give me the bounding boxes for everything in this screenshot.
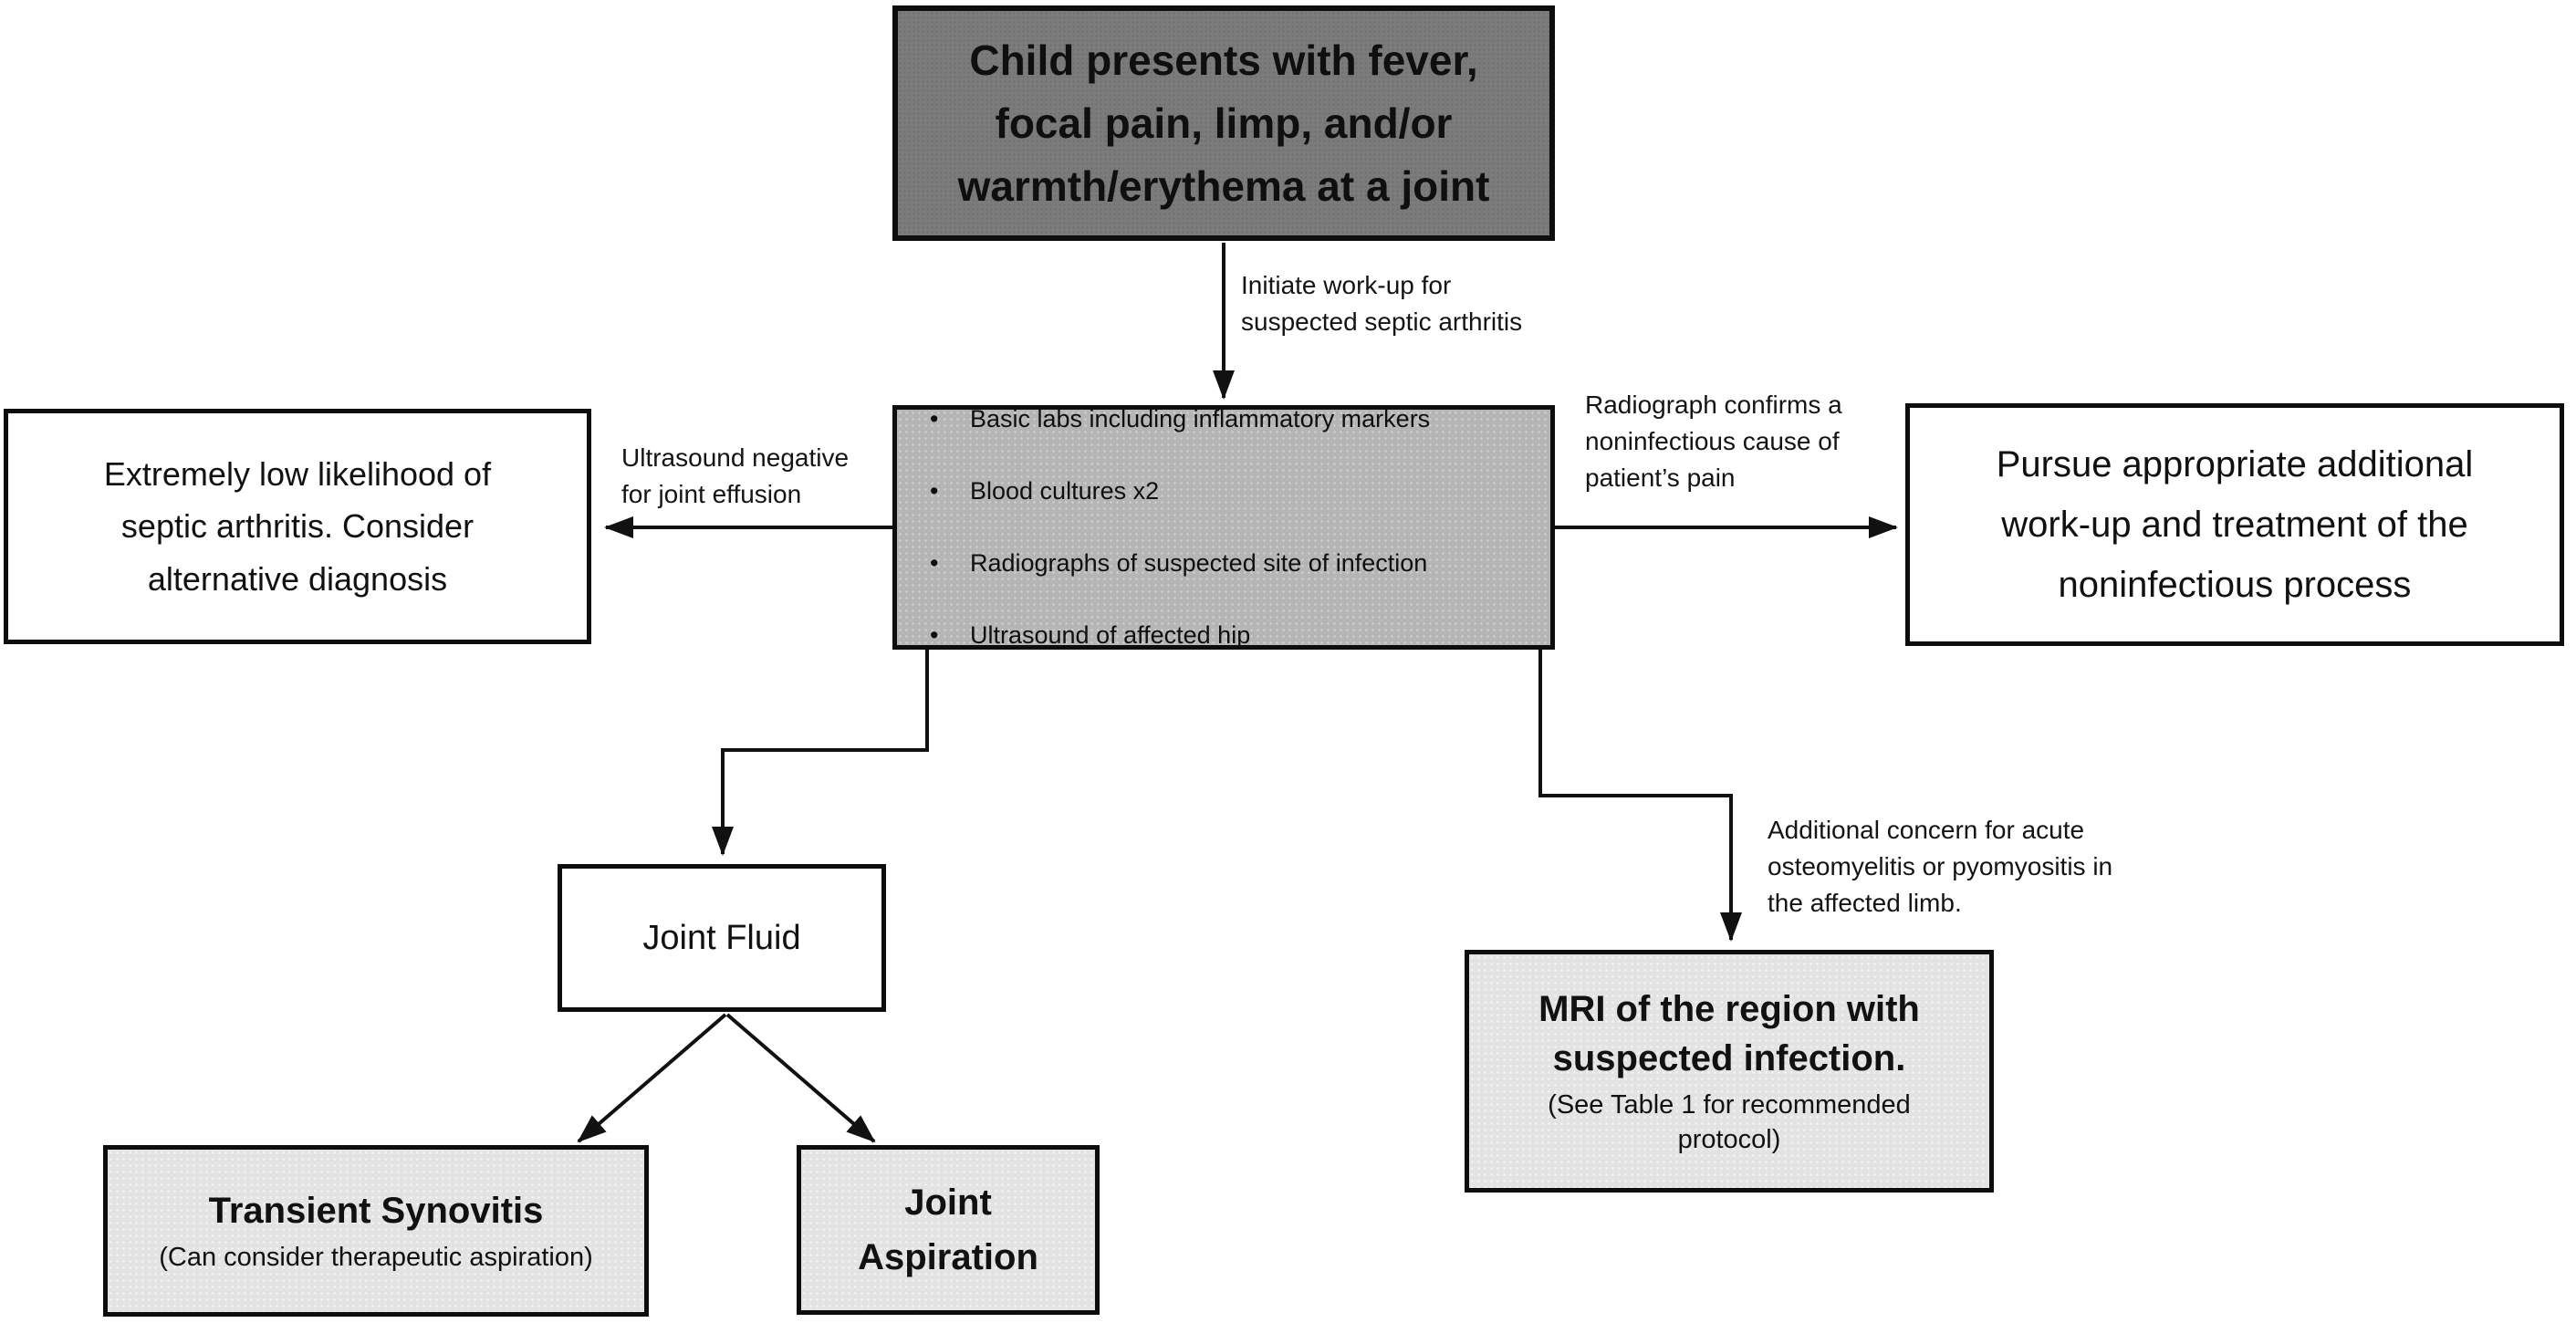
node-transient-synovitis: Transient Synovitis (Can consider therap… (103, 1145, 649, 1317)
mri-note: (See Table 1 for recommended protocol) (1548, 1090, 1911, 1154)
transient-synovitis-title: Transient Synovitis (208, 1191, 544, 1232)
node-joint-aspiration: Joint Aspiration (797, 1145, 1100, 1315)
arrow-to-mri (1538, 650, 1742, 942)
edge-label-additional-concern: Additional concern for acute osteomyelit… (1768, 816, 2113, 917)
workup-bullet-basic-labs: Basic labs including inflammatory marker… (930, 407, 1430, 432)
node-low-likelihood: Extremely low likelihood of septic arthr… (4, 409, 591, 644)
workup-bullet-ultrasound: Ultrasound of affected hip (930, 623, 1430, 648)
workup-bullet-blood-cultures: Blood cultures x2 (930, 479, 1430, 504)
workup-bullet-list: Basic labs including inflammatory marker… (897, 375, 1448, 680)
node-joint-fluid: Joint Fluid (558, 864, 886, 1012)
arrow-to-transient-synovitis (577, 1013, 727, 1143)
mri-title: MRI of the region with suspected infecti… (1538, 989, 1920, 1079)
arrow-to-joint-aspiration (725, 1013, 876, 1143)
transient-synovitis-note: (Can consider therapeutic aspiration) (159, 1243, 593, 1273)
node-presentation: Child presents with fever, focal pain, l… (892, 5, 1555, 241)
edge-label-ultrasound-negative: Ultrasound negative for joint effusion (621, 443, 850, 508)
edge-label-initiate-workup: Initiate work-up for suspected septic ar… (1241, 271, 1523, 336)
node-initial-workup: Basic labs including inflammatory marker… (892, 405, 1555, 650)
node-noninfectious-workup: Pursue appropriate additional work-up an… (1905, 403, 2564, 646)
node-mri: MRI of the region with suspected infecti… (1465, 950, 1994, 1193)
workup-bullet-radiographs: Radiographs of suspected site of infecti… (930, 551, 1430, 576)
arrow-to-joint-fluid (712, 650, 929, 856)
edge-label-radiograph-confirms: Radiograph confirms a noninfectious caus… (1585, 391, 1842, 492)
